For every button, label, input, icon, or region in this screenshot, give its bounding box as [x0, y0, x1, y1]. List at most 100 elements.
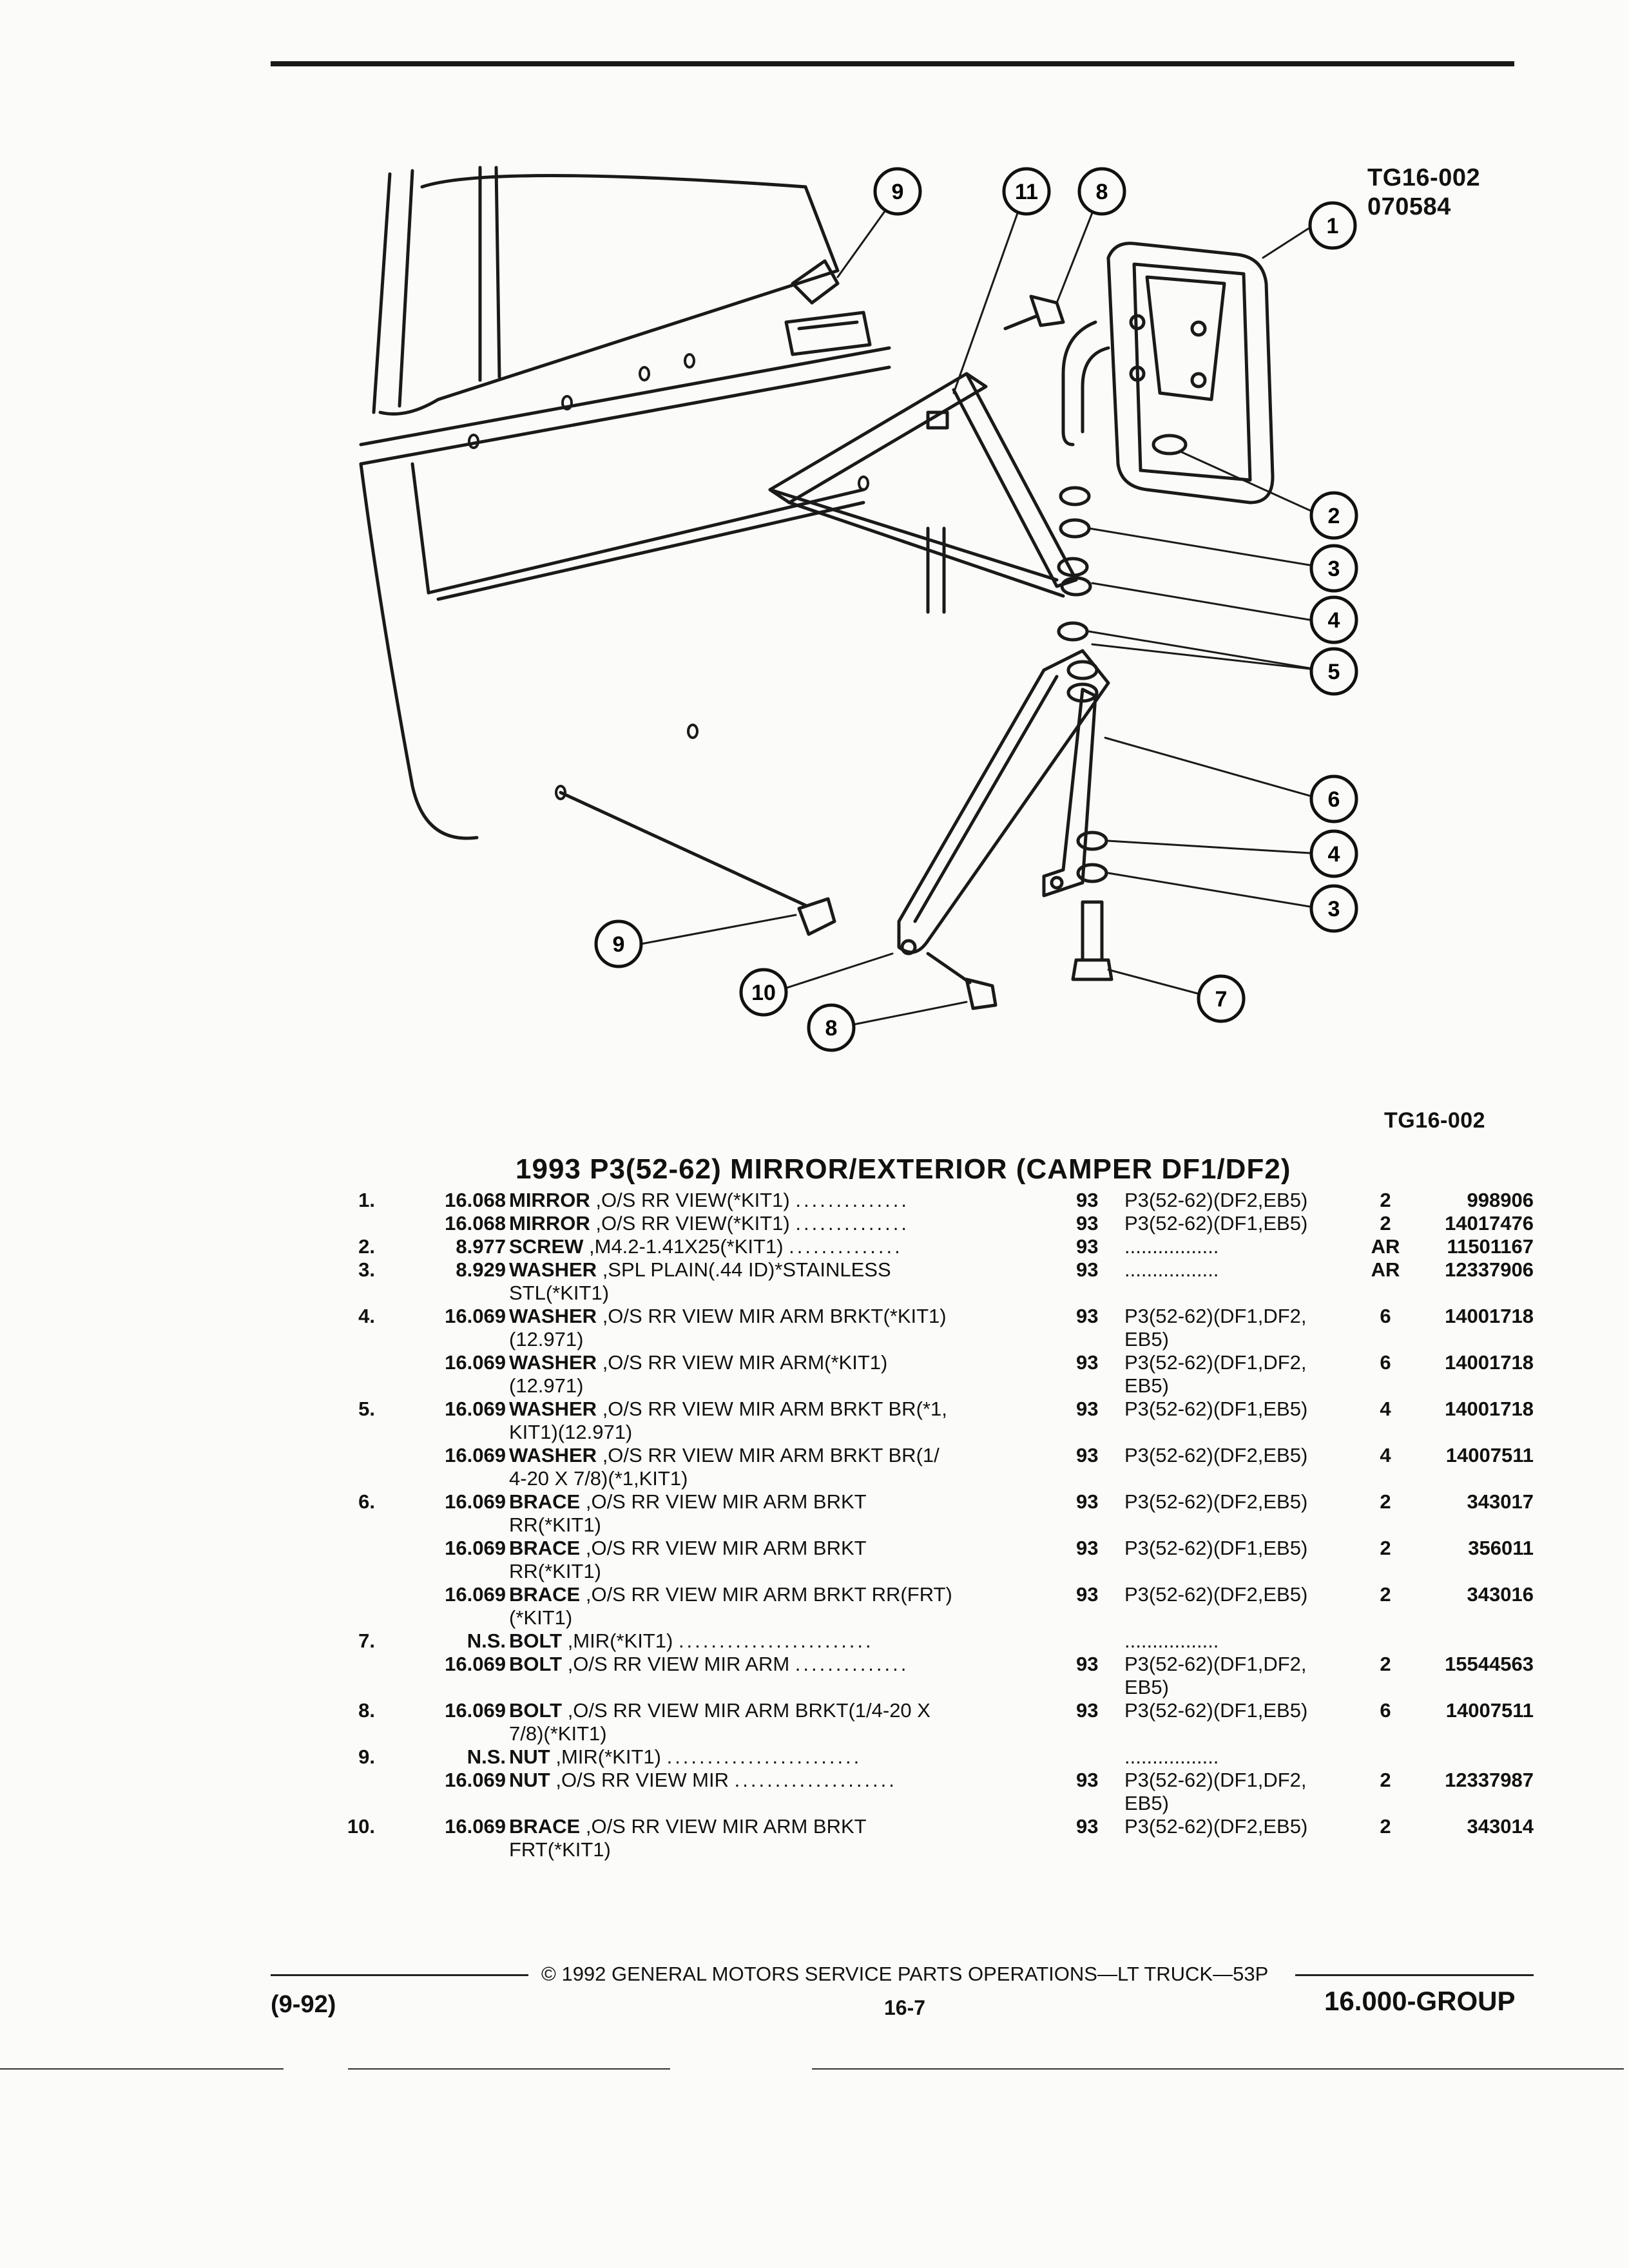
svg-text:4: 4	[1328, 608, 1340, 633]
model-year: 93	[1076, 1305, 1099, 1327]
part-description: WASHER ,O/S RR VIEW MIR ARM BRKT(*KIT1)	[509, 1305, 1063, 1328]
part-desc-text: ,O/S RR VIEW MIR ARM BRKT	[580, 1815, 867, 1838]
part-name: MIRROR	[509, 1212, 590, 1235]
part-description: KIT1)(12.971)	[509, 1421, 1063, 1444]
footer-copyright: © 1992 GENERAL MOTORS SERVICE PARTS OPER…	[541, 1963, 1269, 1985]
part-name: WASHER	[509, 1398, 597, 1420]
model-usage: EB5)	[1124, 1676, 1169, 1698]
door-handle	[784, 311, 872, 356]
quantity: 2	[1380, 1537, 1391, 1559]
part-desc-text: ,O/S RR VIEW MIR ARM BRKT BR(*1,	[597, 1398, 947, 1420]
group-number: 16.069	[445, 1351, 506, 1374]
model-usage: EB5)	[1124, 1328, 1169, 1350]
part-name: NUT	[509, 1769, 550, 1791]
footer-rule-right	[1295, 1974, 1534, 1976]
part-description: FRT(*KIT1)	[509, 1838, 1063, 1861]
group-number: 16.069	[445, 1537, 506, 1559]
part-description: RR(*KIT1)	[509, 1514, 1063, 1537]
part-description: WASHER ,SPL PLAIN(.44 ID)*STAINLESS	[509, 1258, 1063, 1282]
group-number: 16.069	[445, 1398, 506, 1420]
model-usage: .................	[1124, 1235, 1219, 1258]
lower-brace	[897, 649, 1110, 956]
part-desc-text: ,O/S RR VIEW MIR ARM BRKT	[580, 1490, 867, 1513]
part-description: 7/8)(*KIT1)	[509, 1722, 1063, 1745]
svg-text:3: 3	[1328, 897, 1340, 921]
callout-6: 6	[1309, 774, 1358, 823]
rivets	[468, 353, 869, 800]
item-number: 5.	[358, 1398, 375, 1420]
callout-2: 2	[1309, 491, 1358, 540]
model-usage: P3(52-62)(DF2,EB5)	[1124, 1815, 1308, 1838]
part-name: BOLT	[509, 1699, 563, 1722]
callout-9-top: 9	[873, 167, 922, 216]
lower-washers-bolt	[1071, 831, 1113, 981]
part-desc-text: ,O/S RR VIEW MIR ARM BRKT RR(FRT)	[580, 1583, 952, 1606]
part-desc-text: (12.971)	[509, 1374, 584, 1397]
part-description: NUT ,O/S RR VIEW MIR ...................…	[509, 1769, 1063, 1792]
model-usage: P3(52-62)(DF1,EB5)	[1124, 1537, 1308, 1559]
model-year: 93	[1076, 1351, 1099, 1374]
part-number: 14017476	[1445, 1212, 1534, 1235]
part-desc-text: STL(*KIT1)	[509, 1282, 610, 1304]
item-number: 6.	[358, 1490, 375, 1513]
group-number: 16.069	[445, 1653, 506, 1675]
leader-dots: ..............	[789, 1235, 903, 1258]
model-year: 93	[1076, 1212, 1099, 1235]
part-name: BOLT	[509, 1629, 563, 1652]
part-number: 14007511	[1445, 1444, 1534, 1466]
svg-text:6: 6	[1328, 787, 1340, 812]
callouts: 1 2 3 4 5 6 4 3 7 8 9 10 11 8 9	[594, 167, 1358, 1052]
part-name: WASHER	[509, 1444, 597, 1466]
leader-dots: ....................	[734, 1769, 897, 1791]
model-usage: P3(52-62)(DF1,DF2,	[1124, 1769, 1307, 1791]
svg-text:8: 8	[1096, 180, 1108, 204]
item-number: 8.	[358, 1699, 375, 1722]
group-number: 16.069	[445, 1699, 506, 1722]
quantity: AR	[1371, 1235, 1400, 1258]
callout-8-top: 8	[1077, 167, 1126, 216]
part-desc-text: ,O/S RR VIEW(*KIT1)	[590, 1212, 790, 1235]
figure-code: TG16-002	[1367, 164, 1481, 191]
part-number: 12337906	[1445, 1258, 1534, 1281]
quantity: 2	[1380, 1769, 1391, 1791]
quantity: 6	[1380, 1351, 1391, 1374]
part-desc-text: 4-20 X 7/8)(*1,KIT1)	[509, 1467, 688, 1490]
part-desc-text: ,O/S RR VIEW MIR	[550, 1769, 729, 1791]
part-description: (12.971)	[509, 1328, 1063, 1351]
group-number: 16.069	[445, 1490, 506, 1513]
part-number: 998906	[1467, 1189, 1534, 1211]
mirror-head	[1061, 242, 1275, 505]
part-name: BOLT	[509, 1653, 563, 1675]
figure-code-bottom: TG16-002	[1384, 1108, 1486, 1133]
part-number: 14001718	[1445, 1305, 1534, 1327]
callout-1: 1	[1308, 201, 1357, 250]
part-desc-text: ,MIR(*KIT1)	[550, 1745, 661, 1768]
quantity: 2	[1380, 1815, 1391, 1838]
quantity: 6	[1380, 1305, 1391, 1327]
part-description: (12.971)	[509, 1374, 1063, 1398]
group-label: 16.000-GROUP	[1324, 1986, 1516, 2016]
group-number: 16.068	[445, 1189, 506, 1211]
svg-text:9: 9	[613, 932, 625, 957]
svg-text:1: 1	[1327, 214, 1339, 238]
item-number: 1.	[358, 1189, 375, 1211]
quantity: 4	[1380, 1444, 1391, 1466]
part-desc-text: 7/8)(*KIT1)	[509, 1722, 607, 1745]
quantity: 4	[1380, 1398, 1391, 1420]
callout-3-lower: 3	[1309, 884, 1358, 933]
part-name: MIRROR	[509, 1189, 590, 1211]
part-description: BRACE ,O/S RR VIEW MIR ARM BRKT	[509, 1815, 1063, 1838]
model-usage: P3(52-62)(DF2,EB5)	[1124, 1583, 1308, 1606]
group-number: 16.069	[445, 1769, 506, 1791]
model-usage: P3(52-62)(DF1,EB5)	[1124, 1699, 1308, 1722]
part-number: 343017	[1467, 1490, 1534, 1513]
quantity: 2	[1380, 1583, 1391, 1606]
screw-top	[1003, 294, 1065, 331]
part-description: MIRROR ,O/S RR VIEW(*KIT1) .............…	[509, 1212, 1063, 1235]
group-number: 16.069	[445, 1444, 506, 1466]
model-year: 93	[1076, 1258, 1099, 1281]
group-number: 8.977	[456, 1235, 506, 1258]
section-title: 1993 P3(52-62) MIRROR/EXTERIOR (CAMPER D…	[516, 1153, 1291, 1185]
drawing-number: 070584	[1367, 193, 1451, 220]
exploded-diagram: 1 2 3 4 5 6 4 3 7 8 9 10 11 8 9	[359, 166, 1358, 1052]
